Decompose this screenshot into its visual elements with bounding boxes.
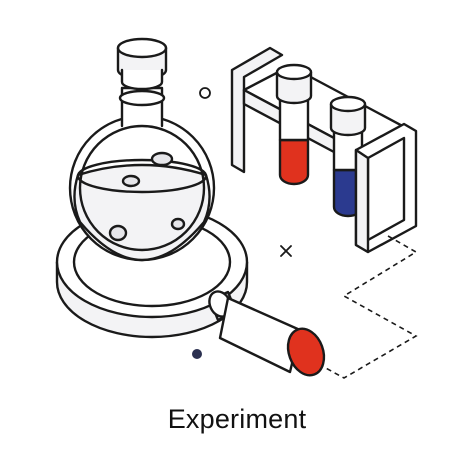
- rack-front-frame: [354, 122, 418, 254]
- round-bottom-flask: [68, 37, 216, 262]
- test-tube-red: [275, 63, 313, 186]
- cross-decoration: [280, 245, 292, 257]
- magnifier-handle: [208, 290, 326, 377]
- small-ring-decoration: [199, 87, 211, 99]
- small-dot-decoration: [192, 349, 202, 359]
- dashed-path: [321, 235, 418, 379]
- icon-caption: Experiment: [167, 404, 307, 434]
